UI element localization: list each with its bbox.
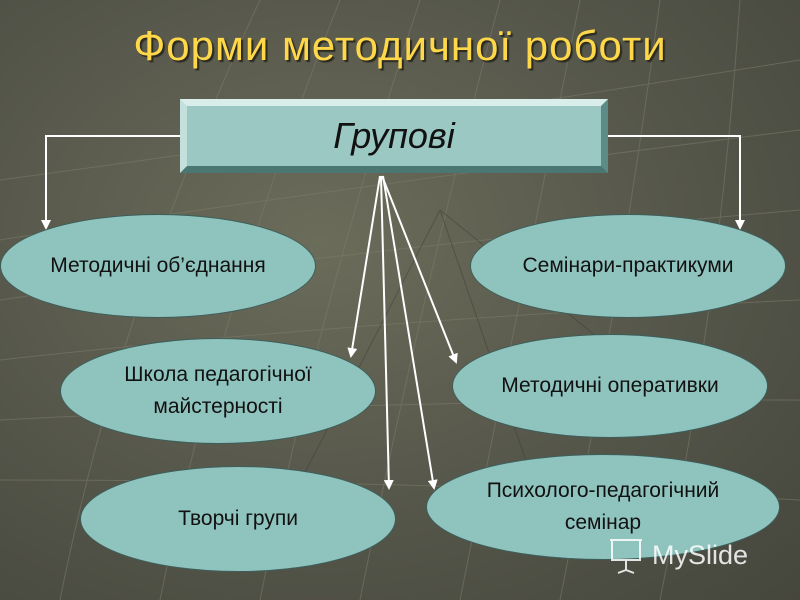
node-label: Творчі групи [178,507,298,530]
node-label: Семінари-практикуми [522,254,734,277]
node-label-line2: семінар [564,511,642,534]
node-label-line1: Психолого-педагогічний [486,479,720,502]
arrow-to-shkola-maisternosti [347,175,381,358]
node-label: Методичні об’єднання [50,254,266,277]
arrow-to-psyh-ped-seminar [382,175,438,490]
arrow-to-tvorchi-grupy [380,175,394,490]
node-tvorchi-grupy: Творчі групи [80,466,396,572]
node-metod-obiednannia: Методичні об’єднання [0,214,316,318]
arrow-to-metod-operatyvky [381,175,458,364]
node-label-line2: майстерності [153,395,283,418]
projector-screen-icon [610,539,642,574]
node-label-line1: Школа педагогічної [124,363,312,386]
page-title: Форми методичної роботи [133,22,667,69]
arrow-to-metod-obiednannia [41,135,180,230]
watermark-logo: MySlide [606,535,786,575]
watermark-text: MySlide [652,539,749,570]
node-shkola-maisternosti: Школа педагогічної майстерності [60,338,376,444]
arrow-to-seminary-praktykumy [608,135,745,230]
header-box-grupovi: Групові [180,99,608,173]
node-psyh-ped-seminar: Психолого-педагогічний семінар [426,454,780,560]
header-label: Групові [333,115,455,156]
node-label: Методичні оперативки [501,374,719,397]
node-seminary-praktykumy: Семінари-практикуми [470,214,786,318]
node-metod-operatyvky: Методичні оперативки [452,334,768,438]
